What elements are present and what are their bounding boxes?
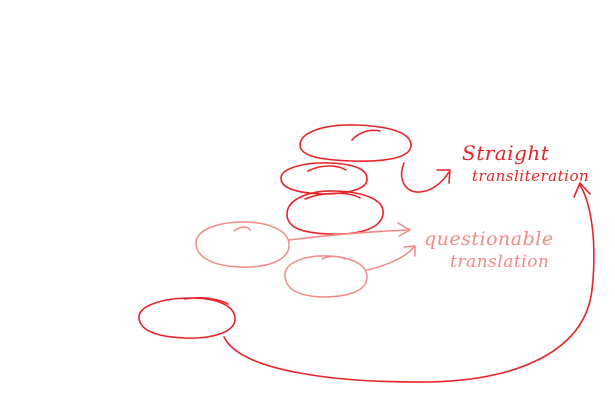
strong-ellipses	[138, 124, 412, 339]
label-transliteration: transliteration	[472, 167, 589, 185]
light-ellipses	[195, 221, 368, 298]
label-questionable: questionable	[424, 228, 554, 250]
big-curve-arrow-head	[573, 182, 591, 198]
strong-arrows	[223, 162, 595, 383]
ellipse-light-left	[195, 221, 290, 268]
arrow-from-light-left-head	[397, 222, 411, 237]
arrow-from-light-left	[288, 229, 409, 241]
label-straight: Straight	[462, 141, 550, 165]
arrow-from-light-right	[366, 246, 415, 271]
questionable-translation-label: questionable translation	[424, 228, 554, 272]
big-curve-arrow	[223, 184, 595, 383]
light-arrows	[288, 222, 416, 271]
label-translation: translation	[450, 252, 549, 272]
straight-transliteration-label: Straight transliteration	[462, 141, 589, 185]
ellipse-bottom-left	[138, 297, 236, 339]
arrow-to-straight-head	[436, 169, 451, 184]
ellipse-second	[280, 162, 368, 195]
ellipse-light-right	[284, 255, 368, 298]
arrow-to-straight	[400, 162, 450, 193]
ellipse-top	[299, 124, 412, 162]
arrow-from-light-right-head	[403, 245, 416, 257]
ellipse-third	[286, 190, 384, 235]
